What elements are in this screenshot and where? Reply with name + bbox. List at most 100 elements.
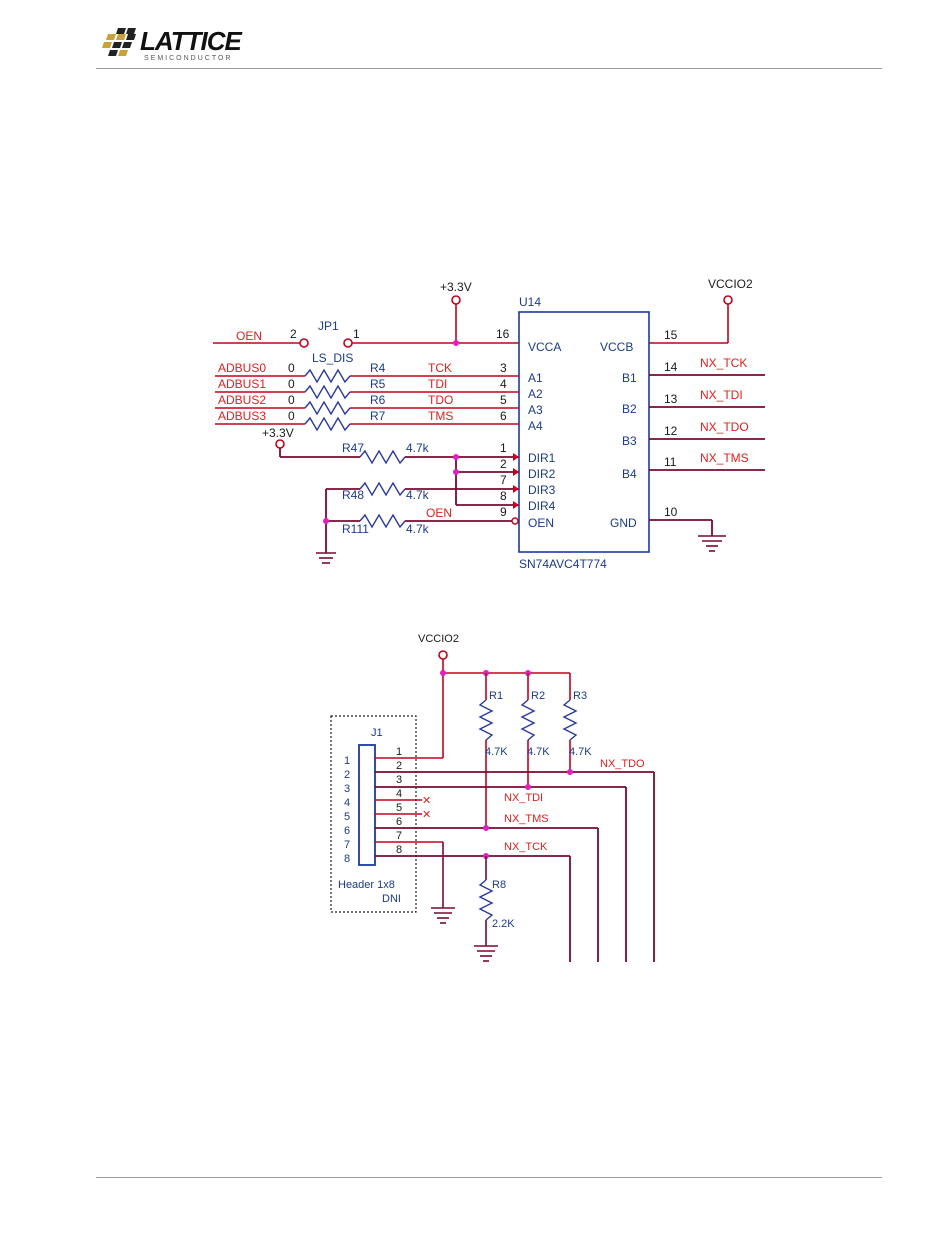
resistor-r5 [304,384,351,400]
resistor-r3 [562,699,578,741]
bottom-rail-vccio2-label: VCCIO2 [418,633,459,645]
pin-name-b2: B2 [622,402,637,416]
r5-value: 0 [288,377,295,391]
svg-text:5: 5 [396,802,402,814]
adbus0-label: ADBUS0 [218,361,266,375]
rail-vccio2-icon [723,295,733,305]
r47-value: 4.7k [406,441,430,455]
svg-text:6: 6 [396,816,402,828]
pin-num-a3: 5 [500,393,507,407]
pin-name-vcca: VCCA [528,340,561,354]
logo-word: LATTICE [140,26,242,56]
net-nx-tdi: NX_TDI [700,388,743,402]
r111-value: 4.7k [406,522,430,536]
svg-text:7: 7 [396,830,402,842]
net-nx-tck: NX_TCK [504,841,548,853]
pin-num-b3: 12 [664,424,678,438]
ground-icon [431,907,455,924]
resistor-r4 [304,368,351,384]
adbus-row-0: ADBUS0 0 R4 TCK 3 A1 [215,361,543,385]
r2-value: 4.7K [527,746,550,758]
r6-ref: R6 [370,393,386,407]
rail-33v-small-label: +3.3V [262,426,294,440]
pin-num-a1: 3 [500,361,507,375]
resistor-r111 [359,513,406,529]
net-nx-tdo: NX_TDO [600,758,645,770]
pin-name-dir3: DIR3 [528,483,556,497]
resistor-r8 [478,879,494,921]
adbus-row-1: ADBUS1 0 R5 TDI 4 A2 [215,377,543,401]
svg-text:1: 1 [396,746,402,758]
svg-text:3: 3 [344,783,350,795]
r1-ref: R1 [489,690,503,702]
r47-ref: R47 [342,441,364,455]
pin-name-vccb: VCCB [600,340,633,354]
r4-ref: R4 [370,361,386,375]
r7-ref: R7 [370,409,386,423]
resistor-r47 [359,449,406,465]
r5-ref: R5 [370,377,386,391]
svg-text:2: 2 [344,769,350,781]
header-body [358,744,376,866]
pin-name-dir1: DIR1 [528,451,556,465]
svg-text:7: 7 [344,839,350,851]
pin-num-b1: 14 [664,360,678,374]
pin-num-oen: 9 [500,505,507,519]
r2-ref: R2 [531,690,545,702]
oen-inversion-bubble [511,517,519,525]
no-connect-pin5-icon: ✕ [422,809,431,821]
svg-text:1: 1 [344,755,350,767]
jumper-ref: JP1 [318,319,339,333]
pin-num-b4: 11 [664,455,677,469]
jumper-pin2-num: 2 [290,327,297,341]
resistor-r6 [304,400,351,416]
net-nx-tck: NX_TCK [700,356,747,370]
logo-sub: SEMICONDUCTOR [144,55,232,62]
rail-33v-icon [451,295,461,305]
ic-ref: U14 [519,295,541,309]
svg-text:4: 4 [344,797,350,809]
resistor-r48 [359,481,406,497]
jumper-pin1-num: 1 [353,327,360,341]
tdo-label: TDO [428,393,453,407]
svg-text:3: 3 [396,774,402,786]
svg-text:2: 2 [396,760,402,772]
pin-name-b3: B3 [622,434,637,448]
r3-ref: R3 [573,690,587,702]
header-dni: DNI [382,893,401,905]
ic-body [518,311,650,553]
net-nx-tms: NX_TMS [700,451,749,465]
footer-rule [96,1177,882,1178]
pin-name-oen: OEN [528,516,554,530]
pin-num-gnd: 10 [664,505,678,519]
r6-value: 0 [288,393,295,407]
svg-text:5: 5 [344,811,350,823]
r8-ref: R8 [492,879,506,891]
pin-num-vccb: 15 [664,328,678,342]
net-nx-tms: NX_TMS [504,813,549,825]
r7-value: 0 [288,409,295,423]
pin-name-dir4: DIR4 [528,499,556,513]
rail-33v-small-icon [275,439,285,449]
r1-value: 4.7K [485,746,508,758]
pin-num-dir4: 8 [500,489,507,503]
pin-num-b2: 13 [664,392,678,406]
ground-icon [316,552,336,564]
tdi-label: TDI [428,377,447,391]
dir-arrow-icons [513,453,519,509]
adbus2-label: ADBUS2 [218,393,266,407]
svg-text:8: 8 [344,853,350,865]
resistor-r2 [520,699,536,741]
header-inner-pins: 1 2 3 4 5 6 7 8 [344,755,350,865]
adbus-row-2: ADBUS2 0 R6 TDO 5 A3 [215,393,543,417]
oen-net-label: OEN [236,329,262,343]
pin-name-a3: A3 [528,403,543,417]
svg-text:8: 8 [396,844,402,856]
resistor-r7 [304,416,351,432]
pin-num-a4: 6 [500,409,507,423]
pin-name-a4: A4 [528,419,543,433]
pin-name-a1: A1 [528,371,543,385]
pin-name-b1: B1 [622,371,637,385]
jumper-pin2-icon [299,338,309,348]
